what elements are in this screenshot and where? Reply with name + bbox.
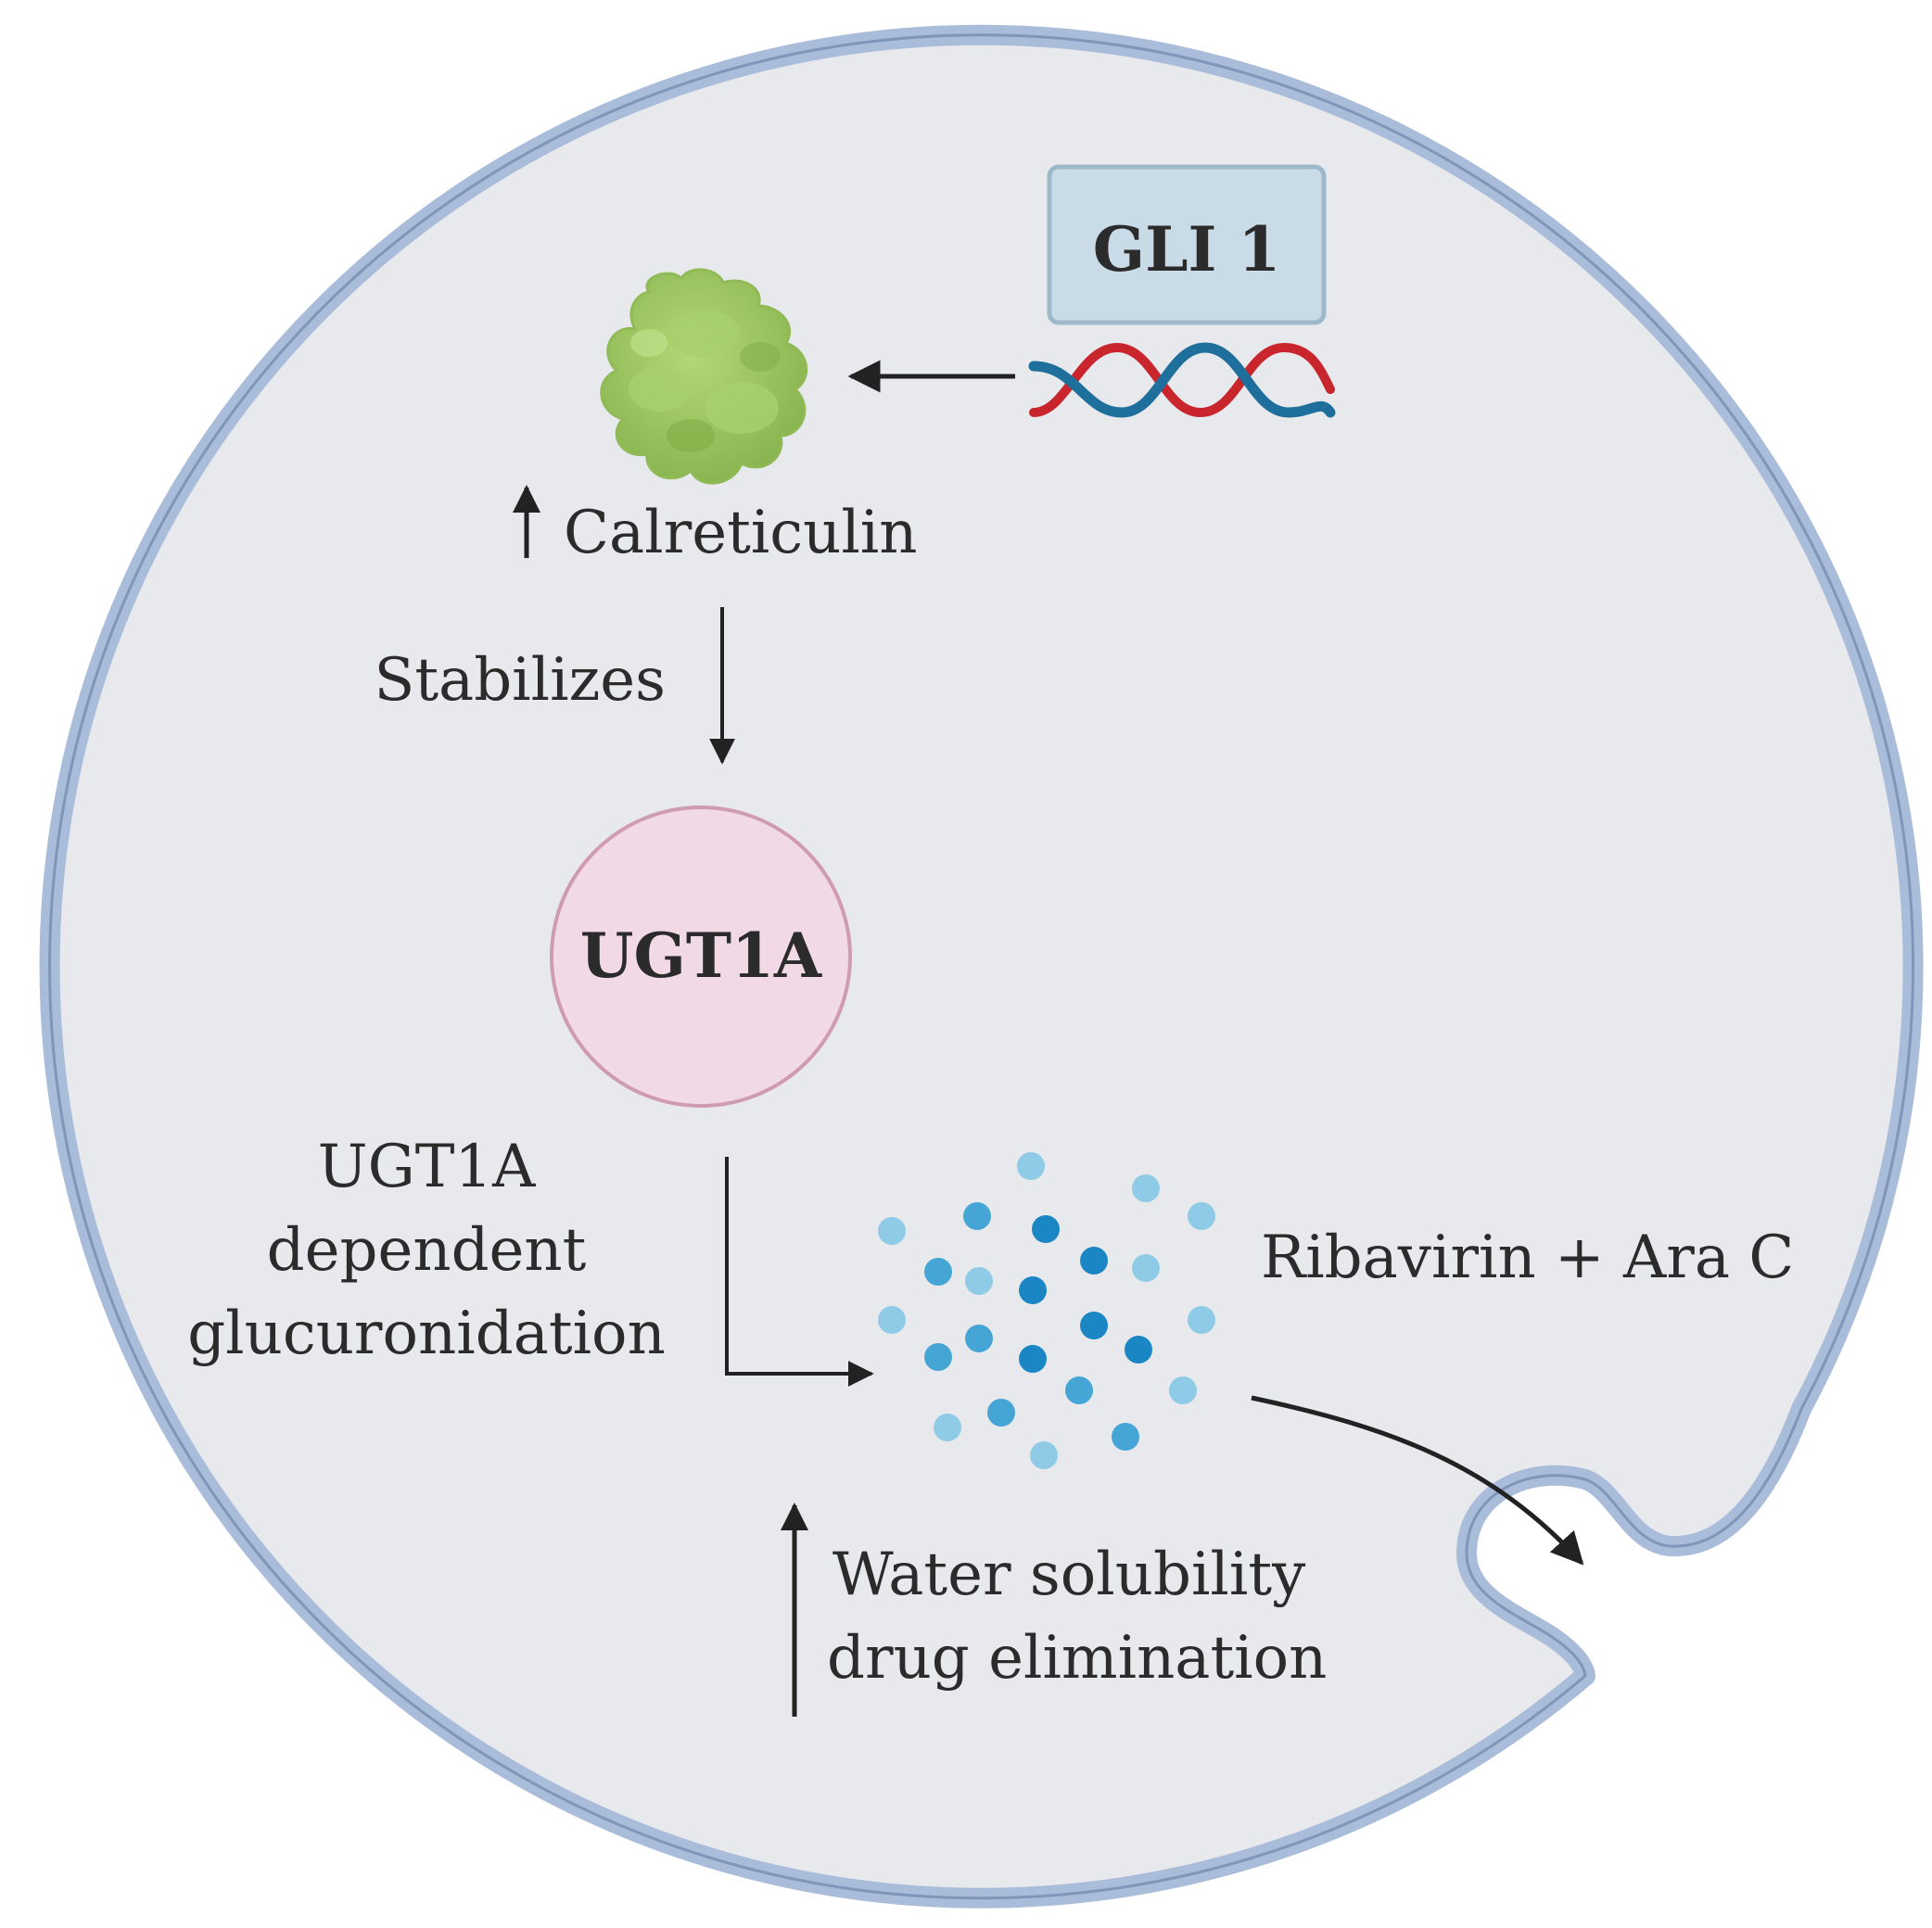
stabilizes-label: Stabilizes — [374, 646, 666, 715]
drug-particle — [1080, 1247, 1108, 1275]
drug-particle — [1017, 1152, 1045, 1180]
process-line-3: glucuronidation — [187, 1300, 666, 1368]
gli1-label: GLI 1 — [1093, 213, 1281, 285]
drug-particle — [878, 1306, 906, 1334]
outcome-label: Water solubility drug elimination — [827, 1541, 1327, 1693]
drug-particle — [1188, 1202, 1215, 1230]
drug-particle — [1030, 1441, 1058, 1469]
process-line-2: dependent — [267, 1216, 587, 1285]
drug-particle — [1169, 1376, 1197, 1404]
drug-particle — [924, 1258, 952, 1286]
drug-particle — [934, 1414, 961, 1441]
drug-particle — [1019, 1276, 1047, 1304]
gli1-box — [1047, 164, 1327, 325]
cell-membrane-edge — [48, 33, 1915, 1900]
arrow-ugt1a-to-drugs — [725, 1157, 874, 1387]
ugt1a-label: UGT1A — [580, 920, 822, 992]
ugt1a-circle — [550, 805, 852, 1108]
arrow-drug-elimination — [1251, 1395, 1584, 1566]
drug-particle-cluster — [878, 1152, 1215, 1469]
drug-particle — [965, 1267, 993, 1295]
drug-particle — [963, 1202, 991, 1230]
glucuronidation-label: UGT1A dependent glucuronidation — [187, 1133, 666, 1368]
drug-particle — [1065, 1376, 1093, 1404]
drug-particle — [878, 1217, 906, 1245]
cell-body — [39, 24, 1924, 1909]
outcome-line-1: Water solubility — [833, 1541, 1305, 1609]
drug-particle — [1132, 1174, 1160, 1202]
drug-particle — [1019, 1345, 1047, 1373]
drug-particle — [1188, 1306, 1215, 1334]
process-line-1: UGT1A — [318, 1133, 536, 1201]
gli1-node: GLI 1 — [1047, 164, 1327, 325]
drug-particle — [1112, 1423, 1139, 1451]
drug-particle — [987, 1399, 1015, 1427]
drug-particle — [1080, 1312, 1108, 1339]
drug-particle — [924, 1343, 952, 1371]
ugt1a-node: UGT1A — [550, 805, 852, 1108]
drug-particle — [965, 1325, 993, 1352]
dna-helix-icon — [1028, 342, 1336, 418]
outcome-line-2: drug elimination — [827, 1624, 1327, 1693]
drug-particle — [1132, 1254, 1160, 1282]
calreticulin-label: Calreticulin — [564, 499, 917, 567]
calreticulin-protein-icon — [600, 268, 808, 485]
drug-particle — [1032, 1215, 1060, 1243]
drug-particle — [1125, 1336, 1152, 1364]
drugs-label: Ribavirin + Ara C — [1261, 1224, 1794, 1292]
